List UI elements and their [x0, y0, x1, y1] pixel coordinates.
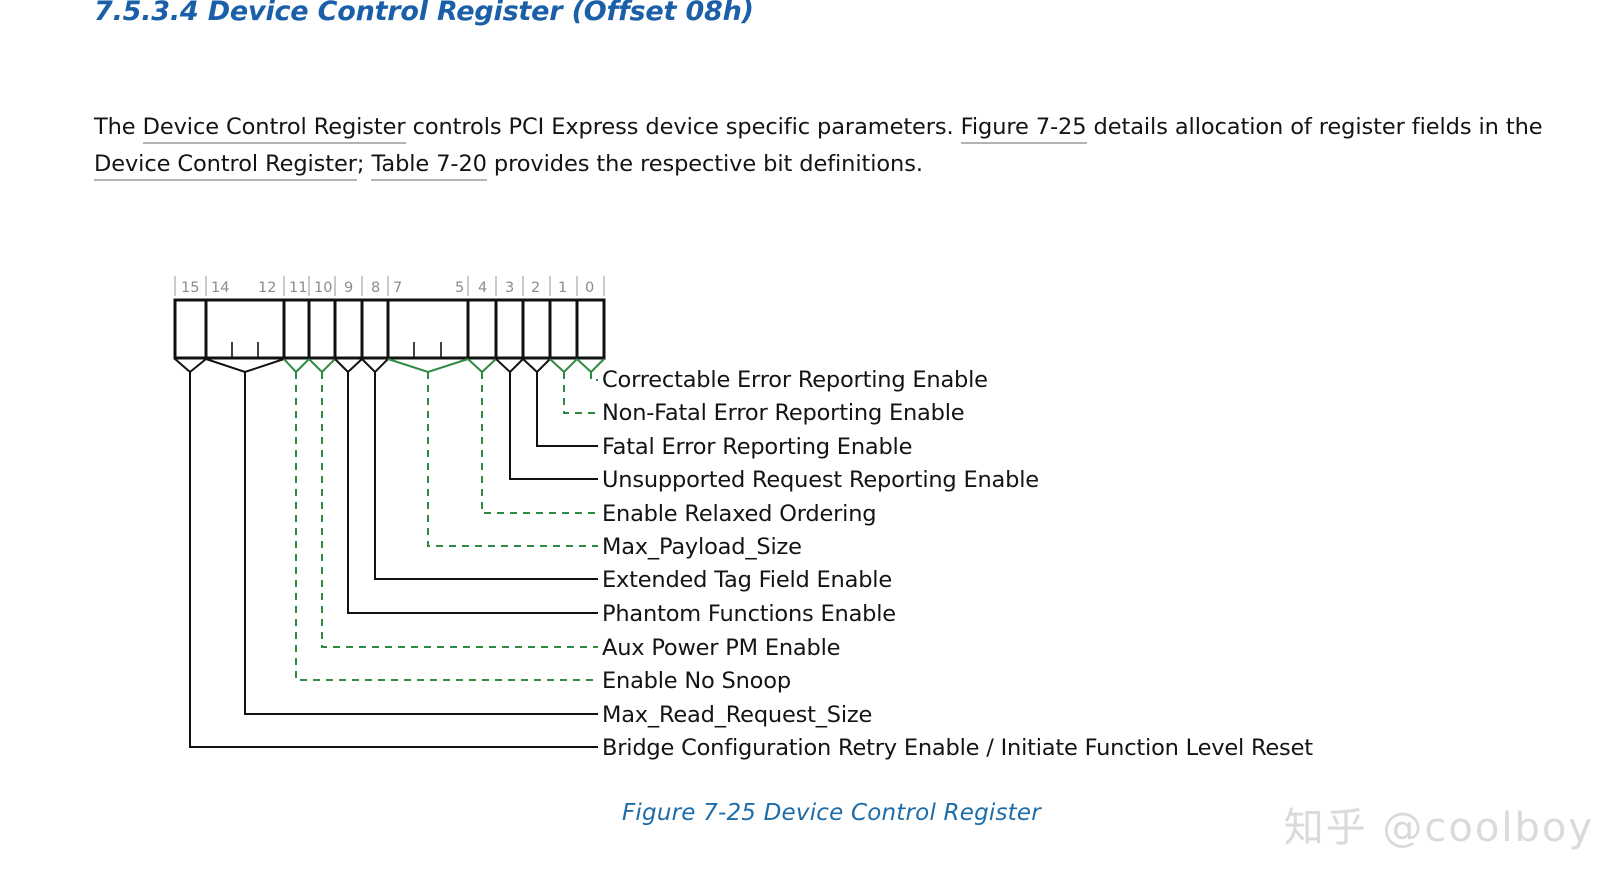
- leader-unsupported-request-reporting-enable: [509, 372, 598, 480]
- bit-number-12: 12: [258, 280, 276, 296]
- bracket-bit-10: [308, 358, 336, 374]
- bit-number-4: 4: [478, 280, 487, 296]
- bit-number-14: 14: [211, 280, 229, 296]
- field-label-enable-no-snoop: Enable No Snoop: [602, 668, 791, 694]
- field-label-bridge-configuration-retry-enable: Bridge Configuration Retry Enable / Init…: [602, 735, 1313, 761]
- bracket-bit-3: [495, 358, 524, 374]
- xref-table-7-20[interactable]: Table 7-20: [371, 150, 487, 181]
- bracket-bit-2: [522, 358, 551, 374]
- leader-max-payload-size: [427, 372, 598, 547]
- bit-number-7: 7: [393, 280, 402, 296]
- leader-non-fatal-error-reporting-enable: [563, 372, 598, 414]
- bit-number-11: 11: [289, 280, 307, 296]
- page-title: 7.5.3.4 Device Control Register (Offset …: [94, 0, 754, 27]
- field-label-non-fatal-error-reporting-enable: Non-Fatal Error Reporting Enable: [602, 400, 964, 426]
- bracket-bit-0: [576, 358, 605, 374]
- bit-number-10: 10: [314, 280, 332, 296]
- bracket-bits-7-5: [387, 358, 469, 374]
- leader-enable-no-snoop: [295, 372, 598, 681]
- register-box: [173, 298, 606, 360]
- bit-number-1: 1: [558, 280, 567, 296]
- field-labels: Correctable Error Reporting Enable Non-F…: [602, 367, 1313, 761]
- bit-number-8: 8: [371, 280, 380, 296]
- paragraph-text-segment: provides the respective bit definitions.: [486, 150, 923, 177]
- bracket-bit-9: [334, 358, 363, 374]
- field-label-unsupported-request-reporting-enable: Unsupported Request Reporting Enable: [602, 467, 1039, 493]
- bit-number-5: 5: [455, 280, 464, 296]
- bit-number-9: 9: [344, 280, 353, 296]
- bit-number-15: 15: [181, 280, 199, 296]
- leader-extended-tag-field-enable: [374, 372, 598, 580]
- paragraph-text-segment: controls PCI Express device specific par…: [405, 113, 961, 140]
- leader-aux-power-pm-enable: [321, 372, 598, 648]
- bracket-bit-11: [283, 358, 310, 374]
- leader-fatal-error-reporting-enable: [536, 372, 598, 447]
- field-label-max-read-request-size: Max_Read_Request_Size: [602, 702, 872, 728]
- intro-paragraph: The Device Control Register controls PCI…: [94, 109, 1544, 183]
- bit-number-ticks: [174, 276, 605, 296]
- field-brackets: [174, 358, 605, 374]
- bracket-bit-1: [549, 358, 578, 374]
- bracket-bit-15: [174, 358, 207, 374]
- field-label-aux-power-pm-enable: Aux Power PM Enable: [602, 635, 840, 661]
- leader-lines: [189, 372, 598, 748]
- field-label-phantom-functions-enable: Phantom Functions Enable: [602, 601, 896, 627]
- bit-number-3: 3: [505, 280, 514, 296]
- device-control-register-diagram: 15 14 12 11 10 9 8 7 5 4 3 2 1 0: [0, 258, 1622, 778]
- field-label-max-payload-size: Max_Payload_Size: [602, 534, 802, 560]
- paragraph-text-segment: The: [94, 113, 143, 140]
- bracket-bit-8: [361, 358, 389, 374]
- figure-caption: Figure 7-25 Device Control Register: [622, 800, 1041, 826]
- leader-phantom-functions-enable: [347, 372, 598, 614]
- bracket-bits-14-12: [205, 358, 285, 374]
- watermark: 知乎 @coolboy: [1283, 805, 1594, 851]
- bit-number-row: 15 14 12 11 10 9 8 7 5 4 3 2 1 0: [181, 280, 594, 296]
- field-label-correctable-error-reporting-enable: Correctable Error Reporting Enable: [602, 367, 988, 393]
- bracket-bit-4: [467, 358, 497, 374]
- xref-figure-7-25[interactable]: Figure 7-25: [960, 113, 1087, 144]
- field-label-extended-tag-field-enable: Extended Tag Field Enable: [602, 567, 892, 593]
- leader-bridge-configuration-retry-enable: [189, 372, 598, 748]
- paragraph-text-segment: ;: [356, 150, 372, 177]
- xref-device-control-register-1[interactable]: Device Control Register: [142, 113, 406, 144]
- leader-correctable-error-reporting-enable: [590, 372, 598, 381]
- field-label-enable-relaxed-ordering: Enable Relaxed Ordering: [602, 501, 876, 527]
- leader-enable-relaxed-ordering: [481, 372, 598, 514]
- bit-number-0: 0: [585, 280, 594, 296]
- bit-number-2: 2: [531, 280, 540, 296]
- paragraph-text-segment: details allocation of register fields in…: [1086, 113, 1543, 140]
- field-label-fatal-error-reporting-enable: Fatal Error Reporting Enable: [602, 434, 912, 460]
- xref-device-control-register-2[interactable]: Device Control Register: [94, 150, 357, 181]
- leader-max-read-request-size: [244, 372, 598, 715]
